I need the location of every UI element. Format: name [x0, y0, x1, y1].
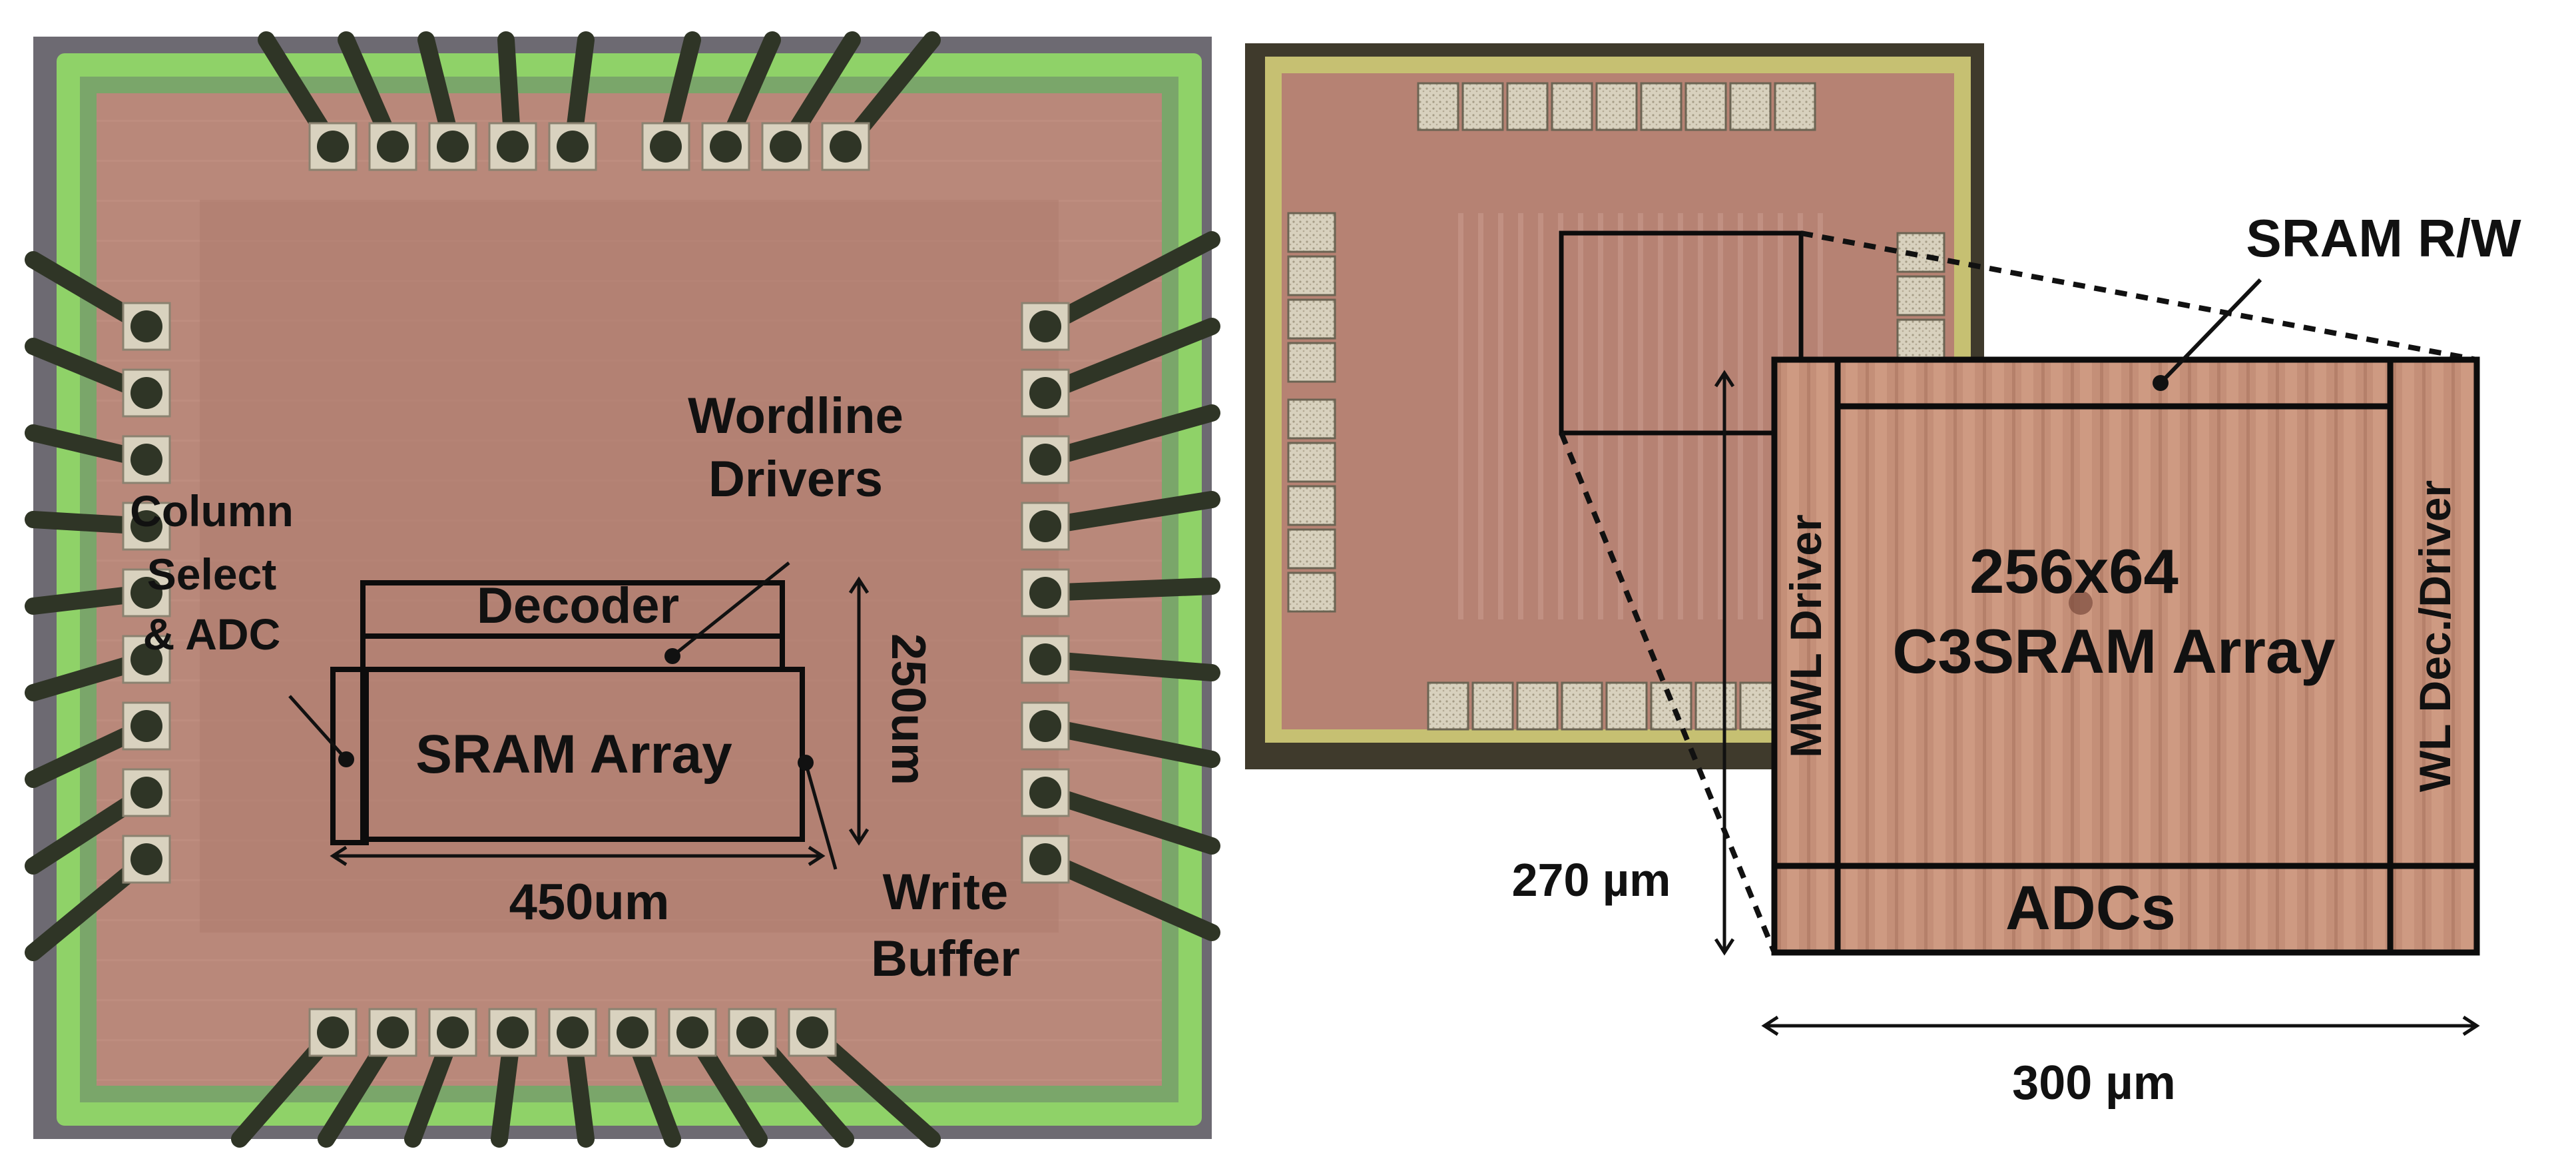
label-450um: 450um	[509, 874, 670, 931]
right-die-logic-region	[1451, 213, 1831, 619]
left-bond-balls	[130, 131, 1061, 1048]
label-wordline: Wordline	[688, 388, 903, 444]
sram-rw-callout-dot	[2153, 375, 2169, 391]
zoom-array-outline	[1771, 356, 2480, 956]
zoom-array-dividers	[1774, 360, 2477, 953]
label-buffer: Buffer	[871, 931, 1020, 987]
label-wl-dec-driver: WL Dec./Driver	[2410, 480, 2459, 792]
label-mwl-driver: MWL Driver	[1781, 514, 1830, 758]
label-adcs: ADCs	[2005, 873, 2176, 943]
left-dimension-arrows	[330, 576, 870, 867]
label-250um: 250um	[882, 633, 935, 785]
left-die-photo: Wordline Drivers Column Select & ADC Dec…	[25, 31, 1220, 1148]
zoom-dimension-arrows	[1714, 370, 2480, 1036]
label-and-adc: & ADC	[143, 609, 281, 659]
right-die-selection-box	[1559, 230, 1804, 436]
right-die-pads	[1287, 82, 1945, 731]
sram-rw-callout-line	[2159, 278, 2262, 385]
zoom-particle	[2069, 591, 2093, 615]
left-column-select-outline	[330, 667, 369, 845]
label-drivers: Drivers	[708, 451, 883, 508]
label-sram-array: SRAM Array	[415, 724, 732, 785]
left-callout-lines	[288, 562, 838, 870]
zoom-connector-lines	[1559, 230, 2477, 954]
zoom-array-view: SRAM R/W MWL Driver 256x64 C3SRAM Array …	[1771, 208, 2521, 956]
label-300um: 300 µm	[2012, 1056, 2176, 1110]
left-sram-array-outline	[360, 667, 805, 842]
label-decoder: Decoder	[477, 577, 679, 634]
label-write: Write	[883, 864, 1009, 921]
left-callout-dots	[338, 648, 814, 771]
label-column: Column	[130, 486, 294, 536]
left-die-logic-region	[200, 200, 1059, 933]
label-270um: 270 µm	[1512, 854, 1671, 906]
label-sram-rw: SRAM R/W	[2246, 208, 2521, 268]
zoom-array-background	[1774, 360, 2477, 953]
label-array-name: C3SRAM Array	[1892, 616, 2335, 686]
left-block-outlines	[330, 580, 805, 845]
label-array-size: 256x64	[1969, 536, 2179, 606]
label-select: Select	[147, 550, 276, 599]
